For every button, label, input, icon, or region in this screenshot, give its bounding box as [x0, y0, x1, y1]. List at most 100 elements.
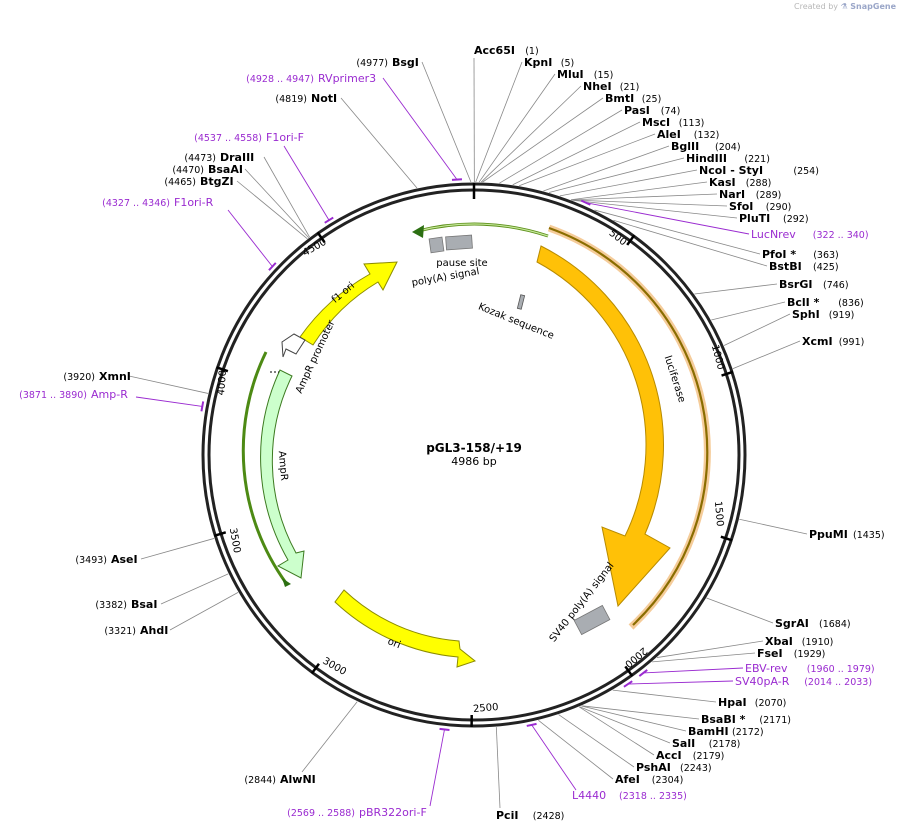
primer-leader-line: [283, 145, 330, 221]
restriction-site[interactable]: PluTI(292): [739, 212, 809, 225]
credit-brand: SnapGene: [850, 2, 896, 11]
site-leader-line: [263, 156, 310, 238]
primer-leader-line: [382, 77, 458, 180]
restriction-site[interactable]: (4977)BsgI: [356, 56, 419, 69]
restriction-site[interactable]: NarI(289): [719, 188, 781, 201]
restriction-site[interactable]: BglII(204): [671, 140, 741, 153]
site-name: AlwNI: [280, 773, 316, 786]
restriction-site[interactable]: AleI(132): [657, 128, 719, 141]
restriction-site[interactable]: XcmI(991): [802, 335, 864, 348]
restriction-site[interactable]: NheI(21): [583, 80, 639, 93]
primer[interactable]: EBV-rev(1960 .. 1979): [745, 662, 875, 675]
plasmid-backbone: [201, 182, 747, 728]
restriction-site[interactable]: PciI(2428): [496, 809, 564, 822]
sv40-polya-feature[interactable]: SV40 poly(A) signal: [548, 561, 617, 645]
restriction-site[interactable]: SalI(2178): [672, 737, 740, 750]
site-position: (919): [829, 310, 855, 321]
site-leader-line: [572, 199, 738, 219]
primer[interactable]: (4928 .. 4947)RVprimer3: [246, 72, 376, 85]
site-name: XcmI: [802, 335, 833, 348]
restriction-site[interactable]: (2844)AlwNI: [244, 773, 315, 786]
site-leader-line: [732, 340, 801, 369]
restriction-site[interactable]: BsaBI *(2171): [701, 713, 791, 726]
primer-range: (4327 .. 4346): [102, 198, 170, 209]
restriction-site[interactable]: BsrGI(746): [779, 278, 849, 291]
site-name: KpnI: [524, 56, 552, 69]
site-name: MscI: [642, 116, 670, 129]
f1-ori-feature[interactable]: f1 ori: [299, 261, 398, 346]
restriction-site[interactable]: SgrAI(1684): [775, 617, 851, 630]
kozak-feature[interactable]: Kozak sequence: [476, 294, 555, 342]
primer[interactable]: LucNrev(322 .. 340): [751, 228, 869, 241]
site-leader-line: [613, 219, 768, 267]
restriction-site[interactable]: PasI(74): [624, 104, 680, 117]
restriction-site[interactable]: BstBI(425): [769, 260, 839, 273]
primer[interactable]: (3871 .. 3890)Amp-R: [19, 388, 128, 401]
restriction-site[interactable]: (4819)NotI: [275, 92, 337, 105]
site-position: (113): [679, 118, 705, 129]
site-leader-line: [512, 121, 641, 186]
restriction-site[interactable]: (3382)BsaI: [95, 598, 157, 611]
site-leader-line: [538, 719, 614, 780]
tick-label: 1500: [712, 501, 725, 527]
primer[interactable]: (4327 .. 4346)F1ori-R: [102, 196, 213, 209]
restriction-site[interactable]: MscI (113): [642, 116, 704, 129]
restriction-site[interactable]: KasI(288): [709, 176, 771, 189]
primer-leader-line: [628, 680, 734, 685]
site-leader-line: [499, 109, 623, 184]
site-position: (4819): [275, 94, 307, 105]
top-green-arc: [412, 222, 549, 238]
site-name: BsaI: [131, 598, 157, 611]
ampr-feature[interactable]: AmpR: [241, 351, 305, 587]
primer[interactable]: (2569 .. 2588)pBR322ori-F: [287, 806, 427, 819]
primer[interactable]: (4537 .. 4558)F1ori-F: [194, 131, 304, 144]
site-position: (2070): [755, 698, 787, 709]
site-name: AleI: [657, 128, 681, 141]
restriction-site[interactable]: SphI(919): [792, 308, 854, 321]
restriction-site[interactable]: (3920)XmnI: [63, 370, 130, 383]
restriction-site[interactable]: PshAI(2243): [636, 761, 712, 774]
restriction-site[interactable]: KpnI(5): [524, 56, 574, 69]
restriction-site[interactable]: AfeI(2304): [615, 773, 683, 786]
site-position: (2179): [693, 751, 725, 762]
restriction-site[interactable]: HpaI(2070): [718, 696, 786, 709]
restriction-site[interactable]: HindIII(221): [686, 152, 770, 165]
restriction-site[interactable]: Acc65I(1): [474, 44, 539, 57]
restriction-site[interactable]: MluI(15): [557, 68, 613, 81]
primer-leader-line: [429, 729, 445, 807]
site-name: FseI: [757, 647, 783, 660]
site-leader-line: [652, 652, 756, 663]
site-leader-line: [739, 518, 808, 535]
luciferase-feature[interactable]: luciferase: [536, 224, 711, 630]
pause-site-feature[interactable]: pause site: [436, 234, 488, 269]
ori-feature[interactable]: ori: [334, 589, 477, 668]
site-position: (2178): [709, 739, 741, 750]
restriction-site[interactable]: FseI(1929): [757, 647, 825, 660]
site-leader-line: [581, 705, 700, 720]
kozak-label: Kozak sequence: [476, 301, 555, 341]
site-leader-line: [548, 157, 685, 193]
site-position: (254): [793, 166, 819, 177]
restriction-site[interactable]: NcoI - StyI(254): [699, 164, 819, 177]
restriction-site[interactable]: BclI *(836): [787, 296, 864, 309]
restriction-site[interactable]: PfoI *(363): [762, 248, 839, 261]
primer[interactable]: SV40pA-R(2014 .. 2033): [735, 675, 872, 688]
site-leader-line: [612, 689, 717, 703]
restriction-site[interactable]: (4470)BsaAI: [172, 163, 243, 176]
site-leader-line: [421, 61, 472, 183]
tick-mark: [626, 234, 636, 246]
luciferase-label: luciferase: [662, 354, 688, 404]
restriction-site[interactable]: AccI(2179): [656, 749, 724, 762]
restriction-site[interactable]: PpuMI(1435): [809, 528, 885, 541]
primer-name: LucNrev: [751, 228, 796, 241]
restriction-site[interactable]: (4473)DraIII: [184, 151, 254, 164]
site-position: (2243): [680, 763, 712, 774]
restriction-site[interactable]: BamHI(2172): [688, 725, 764, 738]
restriction-site[interactable]: (4465)BtgZI: [164, 175, 233, 188]
primer[interactable]: L4440(2318 .. 2335): [572, 789, 687, 802]
restriction-site[interactable]: (3493)AseI: [75, 553, 137, 566]
restriction-site[interactable]: SfoI(290): [729, 200, 791, 213]
restriction-site[interactable]: XbaI(1910): [765, 635, 833, 648]
restriction-site[interactable]: (3321)AhdI: [104, 624, 168, 637]
restriction-site[interactable]: BmtI(25): [605, 92, 661, 105]
